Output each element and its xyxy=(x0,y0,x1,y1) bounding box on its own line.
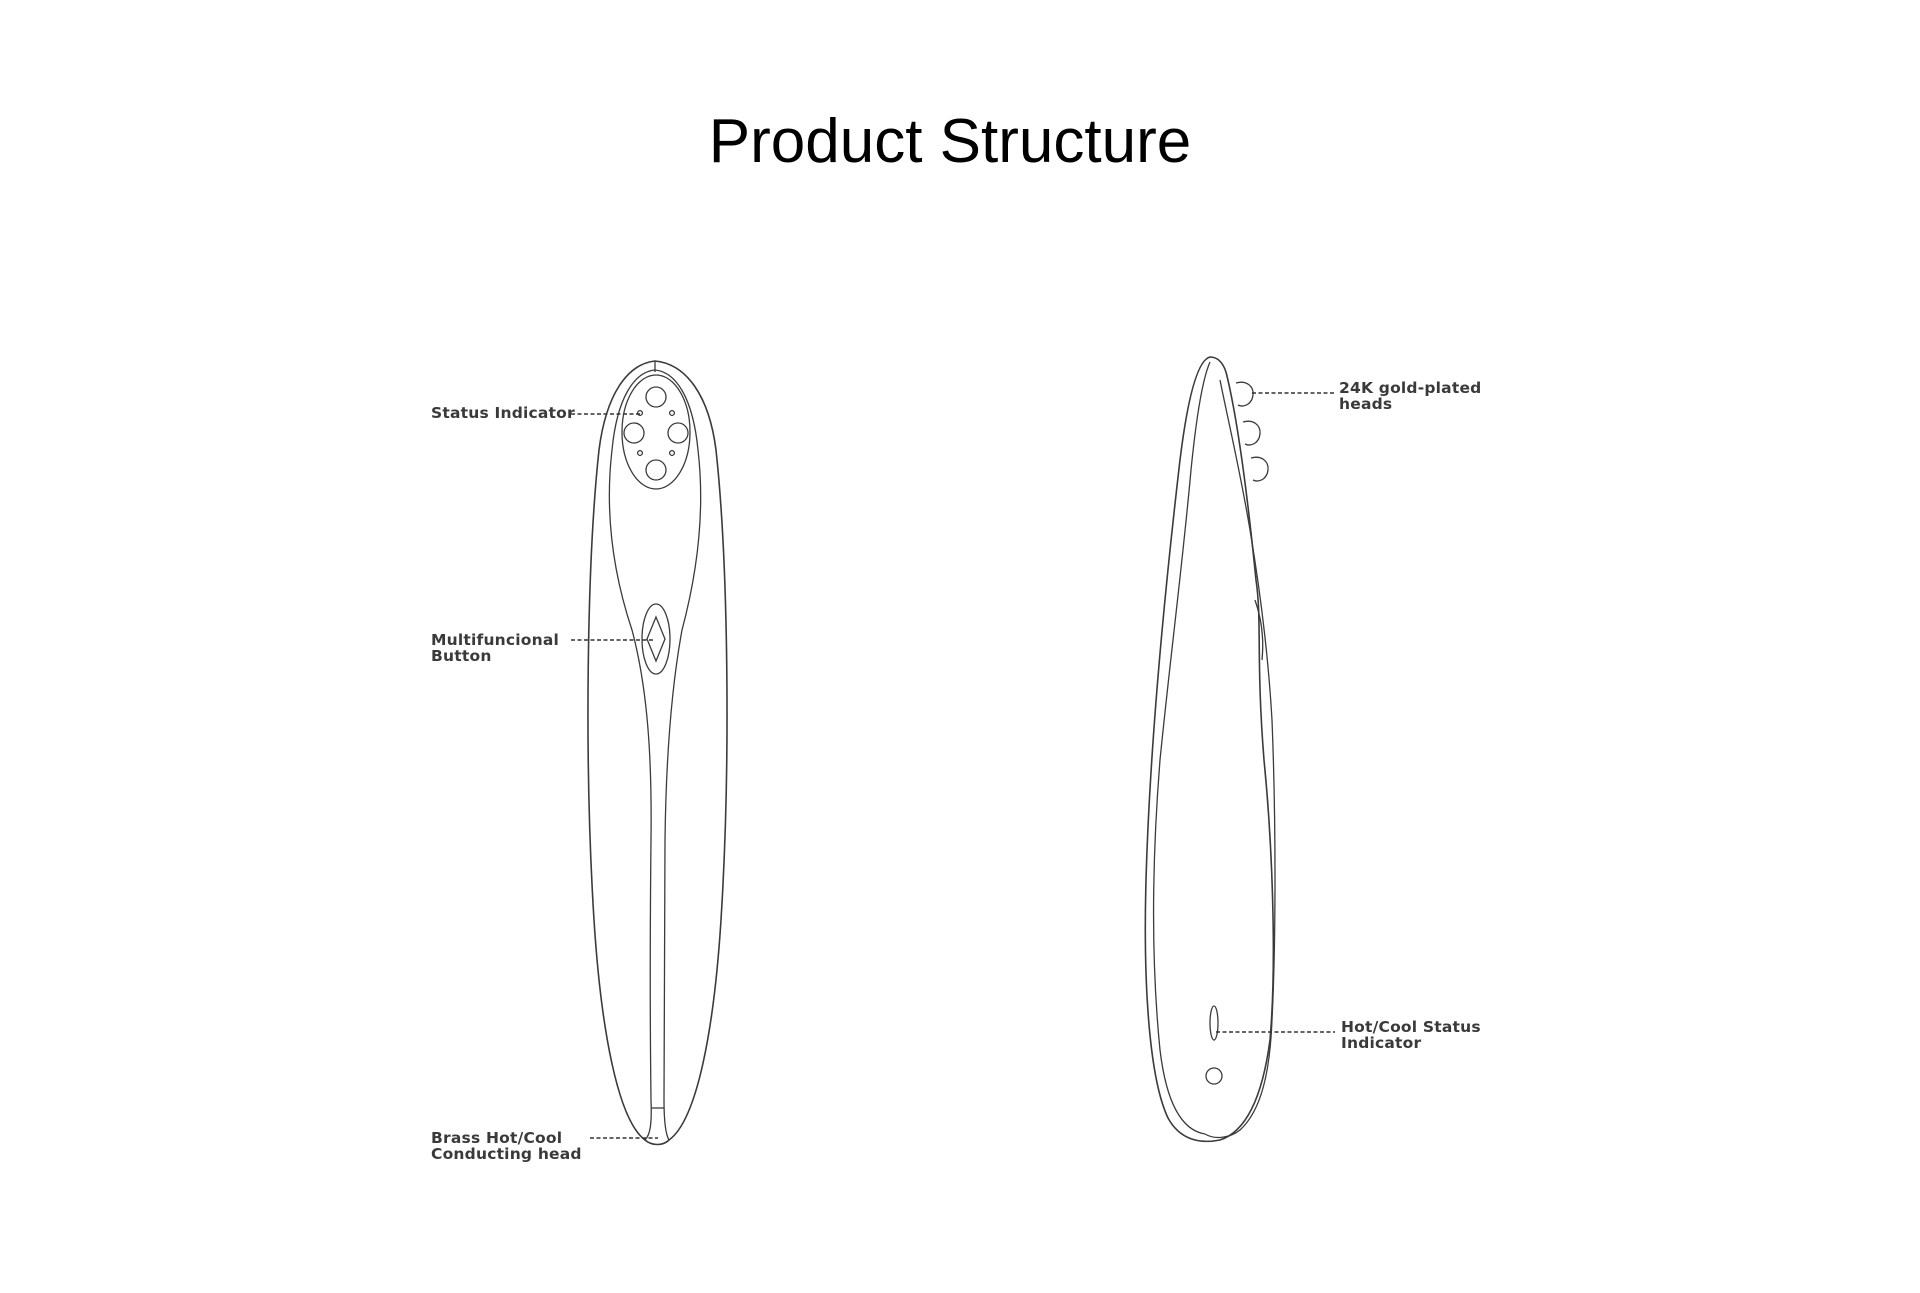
side-view xyxy=(1144,356,1276,1143)
side-port xyxy=(1205,1067,1223,1085)
control-button-right xyxy=(667,422,689,444)
control-button-bottom xyxy=(645,459,667,481)
status-indicator-label: Status Indicator xyxy=(431,404,575,422)
gold-head-3 xyxy=(1250,456,1269,482)
multifunctional-button-ring xyxy=(641,603,671,675)
multifunctional-button-label: Multifuncional Button xyxy=(431,631,560,665)
control-button-top xyxy=(645,386,667,408)
control-button-left xyxy=(623,422,645,444)
status-indicator-panel xyxy=(621,374,691,490)
gold-heads-label: 24K gold-plated heads xyxy=(1339,379,1482,413)
brass-head-label: Brass Hot/Cool Conducting head xyxy=(431,1129,582,1163)
side-inner-outline xyxy=(1152,361,1211,1135)
gold-head-2 xyxy=(1242,420,1261,446)
status-indicator-dot xyxy=(636,409,644,417)
front-body-outline xyxy=(587,360,728,1146)
multifunctional-button-diamond xyxy=(646,615,666,663)
hot-cool-indicator-label: Hot/Cool Status Indicator xyxy=(1341,1018,1481,1052)
hot-cool-indicator-slot xyxy=(1209,1005,1219,1041)
page-title: Product Structure xyxy=(708,107,1192,176)
gold-head-1 xyxy=(1235,381,1254,407)
front-view xyxy=(587,360,728,1146)
side-body-outline xyxy=(1144,356,1275,1143)
front-inner-outline xyxy=(608,369,656,1141)
